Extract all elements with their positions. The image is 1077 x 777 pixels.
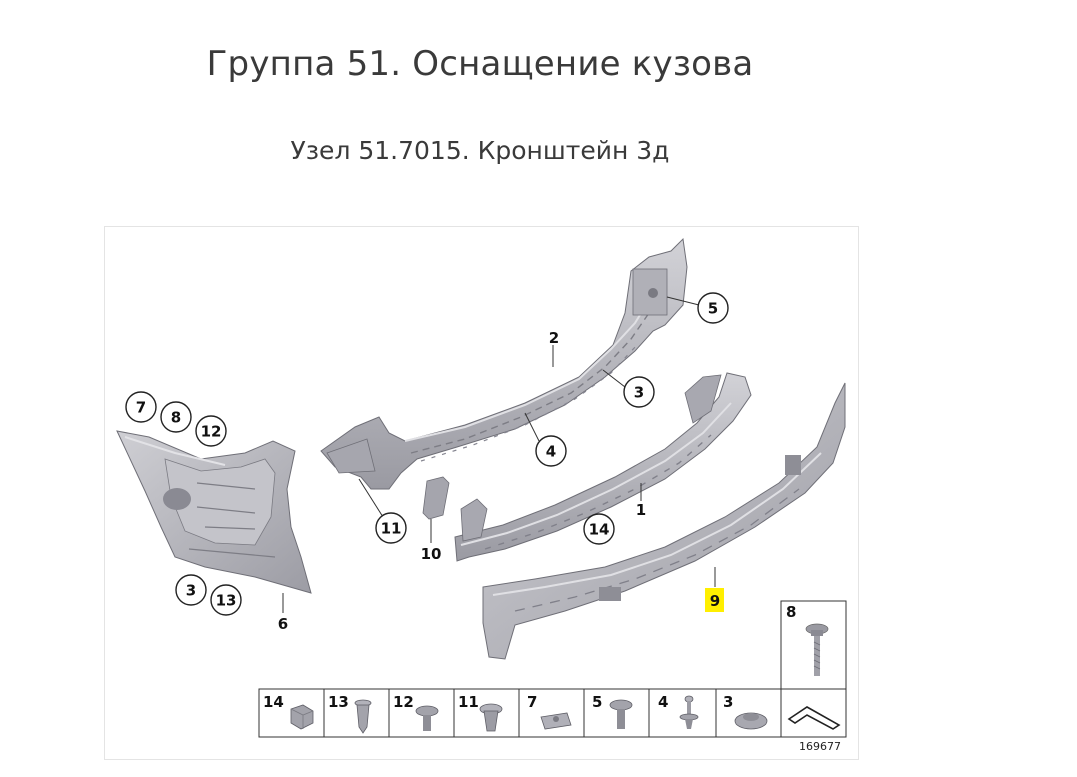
collar-nut-3-icon (734, 712, 768, 730)
label-6: 6 (278, 615, 288, 633)
bracket-part-6 (116, 430, 312, 594)
callout-13: 13 (210, 584, 242, 616)
svg-text:14: 14 (589, 521, 610, 539)
screw-5-icon (609, 699, 633, 729)
carrier-part-2 (320, 237, 688, 490)
clip-nut-13-icon (354, 699, 372, 734)
svg-text:3: 3 (186, 582, 196, 600)
svg-text:8: 8 (171, 409, 181, 427)
node-title: Узел 51.7015. Кронштейн 3д (290, 136, 670, 165)
table-cell-12-label: 12 (393, 693, 414, 711)
callout-14: 14 (583, 513, 615, 545)
svg-text:3: 3 (634, 384, 644, 402)
callout-4: 4 (535, 435, 567, 467)
rivet-nut-11-icon (479, 703, 503, 732)
bracket-profile-icon (787, 706, 841, 730)
svg-text:11: 11 (381, 520, 402, 538)
leader-lines (282, 296, 716, 613)
carrier-part-1 (454, 372, 752, 562)
table-cell-4-label: 4 (658, 693, 668, 711)
table-cell-3-label: 3 (723, 693, 733, 711)
table-cell-8-label: 8 (786, 603, 796, 621)
table-cell-7-label: 7 (527, 693, 537, 711)
table-cell-14-label: 14 (263, 693, 284, 711)
callout-11: 11 (375, 512, 407, 544)
callout-5: 5 (697, 292, 729, 324)
clip-7-icon (540, 712, 572, 730)
figure-id: 169677 (799, 740, 841, 753)
table-cell-5-label: 5 (592, 693, 602, 711)
svg-text:5: 5 (708, 300, 718, 318)
bolt-8-icon (805, 623, 829, 676)
fastener-table: 8 14 13 12 11 7 5 4 3 (258, 600, 847, 738)
parts-diagram: 5 3 4 7 8 12 11 14 3 13 2 1 6 10 9 (104, 226, 859, 760)
svg-text:12: 12 (201, 423, 222, 441)
label-2: 2 (549, 329, 559, 347)
label-9-highlighted: 9 (710, 592, 720, 610)
expanding-rivet-4-icon (679, 695, 699, 729)
table-cell-13-label: 13 (328, 693, 349, 711)
svg-text:7: 7 (136, 399, 146, 417)
callout-12: 12 (195, 415, 227, 447)
highlight-box (705, 588, 724, 612)
table-cell-11-label: 11 (458, 693, 479, 711)
plate-part-10 (422, 476, 450, 520)
absorber-part-9 (482, 382, 846, 660)
group-title: Группа 51. Оснащение кузова (206, 44, 754, 84)
screw-12-icon (415, 705, 439, 731)
callout-3-lower: 3 (175, 574, 207, 606)
callout-8: 8 (160, 401, 192, 433)
label-1: 1 (636, 501, 646, 519)
label-10: 10 (421, 545, 442, 563)
hex-nut-14-icon (290, 704, 314, 730)
callout-7: 7 (125, 391, 157, 423)
svg-text:4: 4 (546, 443, 556, 461)
svg-text:13: 13 (216, 592, 237, 610)
callout-3-upper: 3 (623, 376, 655, 408)
